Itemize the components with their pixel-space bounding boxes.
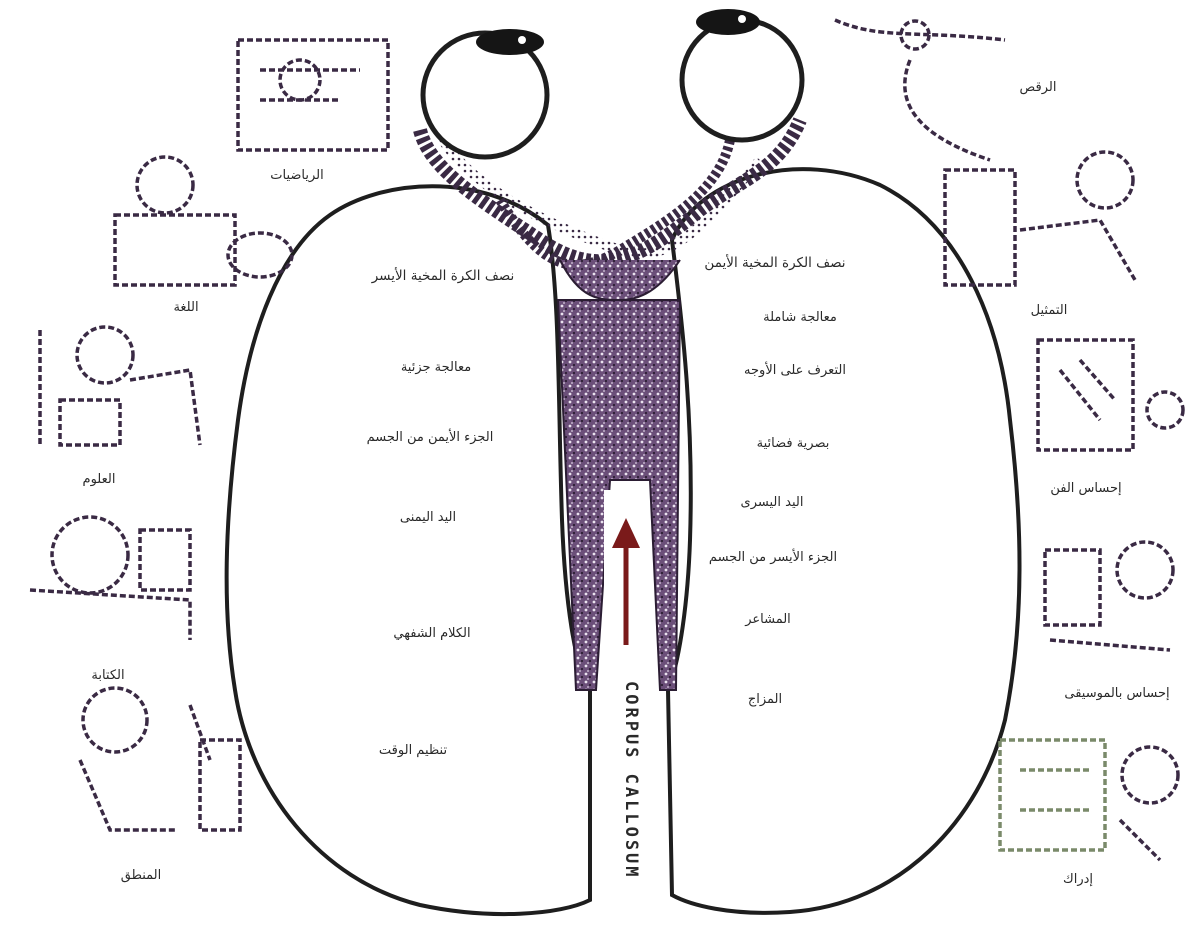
left-function-5: تنظيم الوقت bbox=[379, 743, 447, 758]
skill-art-sense: إحساس الفن bbox=[1050, 481, 1121, 496]
left-eye bbox=[423, 29, 547, 157]
right-function-1: معالجة شاملة bbox=[763, 310, 837, 325]
right-function-2: التعرف على الأوجه bbox=[744, 363, 846, 378]
skill-music-sense: إحساس بالموسيقى bbox=[1064, 686, 1169, 701]
music-sketch bbox=[1045, 542, 1173, 650]
right-function-3: بصرية فضائية bbox=[757, 436, 830, 451]
writing-sketch bbox=[30, 517, 190, 640]
skill-science: العلوم bbox=[83, 472, 116, 487]
left-function-4: الكلام الشفهي bbox=[393, 626, 470, 641]
skill-perception: إدراك bbox=[1063, 872, 1093, 887]
language-sketch bbox=[115, 157, 292, 285]
right-hemisphere-outline bbox=[668, 169, 1020, 913]
left-function-2: الجزء الأيمن من الجسم bbox=[367, 430, 494, 445]
skill-language: اللغة bbox=[173, 300, 198, 315]
art-sketch bbox=[1038, 340, 1183, 450]
skill-logic: المنطق bbox=[121, 868, 162, 883]
skill-writing: الكتابة bbox=[91, 668, 124, 683]
right-function-5: الجزء الأيسر من الجسم bbox=[709, 550, 837, 565]
skill-dance: الرقص bbox=[1020, 80, 1057, 95]
corpus-callosum-label: CORPUS CALLOSUM bbox=[613, 650, 641, 910]
left-hemisphere-title: نصف الكرة المخية الأيسر bbox=[372, 268, 515, 284]
right-hemisphere-title: نصف الكرة المخية الأيمن bbox=[704, 255, 845, 271]
skill-math: الرياضيات bbox=[270, 168, 324, 183]
skill-acting: التمثيل bbox=[1031, 303, 1068, 318]
left-function-3: اليد اليمنى bbox=[400, 510, 456, 525]
logic-sketch bbox=[80, 688, 240, 830]
science-sketch bbox=[40, 327, 200, 445]
right-function-6: المشاعر bbox=[745, 612, 791, 627]
dance-sketch bbox=[835, 20, 1005, 160]
acting-sketch bbox=[945, 152, 1135, 285]
left-function-1: معالجة جزئية bbox=[401, 360, 471, 375]
left-hemisphere-outline bbox=[227, 186, 590, 914]
right-function-7: المزاج bbox=[748, 692, 782, 707]
math-sketch bbox=[238, 40, 388, 150]
right-function-4: اليد اليسرى bbox=[741, 495, 804, 510]
perception-sketch bbox=[1000, 740, 1178, 860]
right-eye bbox=[682, 9, 802, 140]
